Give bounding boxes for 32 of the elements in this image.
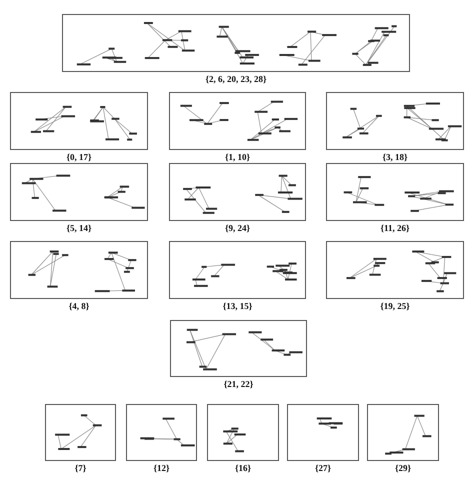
graph-panel	[287, 404, 359, 475]
graph-panel	[326, 241, 464, 313]
graph-panel	[170, 320, 307, 391]
panel-caption: {9, 24}	[224, 223, 252, 233]
graph-panel	[169, 241, 306, 313]
graph-panel	[207, 404, 279, 475]
graph-panel	[367, 404, 439, 475]
graph-panel	[169, 92, 306, 164]
graph-panel	[326, 163, 464, 235]
panel-caption: {19, 25}	[379, 301, 411, 311]
panel-caption: {4, 8}	[68, 301, 90, 311]
graph-panel	[126, 404, 197, 475]
graph-panel	[45, 404, 116, 475]
panel-caption: {2, 6, 20, 23, 28}	[204, 74, 268, 84]
panel-caption: {3, 18}	[381, 152, 409, 162]
panel-caption: {21, 22}	[222, 379, 254, 389]
graph-panel	[169, 163, 306, 235]
panel-caption: {1, 10}	[224, 152, 252, 162]
graph-panel	[10, 92, 148, 164]
panel-caption: {27}	[314, 463, 332, 473]
graph-panel	[62, 14, 410, 86]
panel-caption: {13, 15}	[222, 301, 254, 311]
graph-panel	[10, 241, 148, 313]
graph-panel	[326, 92, 464, 164]
graph-panel	[10, 163, 148, 235]
panel-caption: {29}	[394, 463, 412, 473]
panel-caption: {12}	[152, 463, 171, 473]
panel-caption: {16}	[234, 463, 252, 473]
panel-caption: {0, 17}	[65, 152, 93, 162]
panel-caption: {7}	[74, 463, 88, 473]
panel-caption: {5, 14}	[65, 223, 93, 233]
panel-caption: {11, 26}	[379, 223, 411, 233]
